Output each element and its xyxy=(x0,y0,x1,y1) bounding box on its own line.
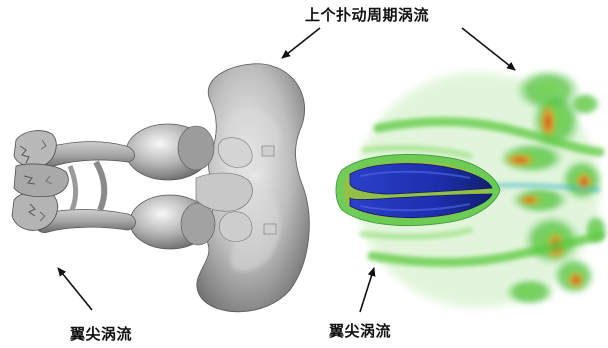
arrow-to-left-tip xyxy=(58,268,92,310)
left-isosurface-vortex xyxy=(12,64,309,312)
arrow-to-left-ring xyxy=(282,28,320,58)
arrow-to-right-tip xyxy=(360,268,374,312)
label-previous-cycle-vortex: 上个扑动周期涡流 xyxy=(305,4,429,25)
label-tip-vortex-left: 翼尖涡流 xyxy=(70,323,132,344)
label-tip-vortex-right: 翼尖涡流 xyxy=(329,320,391,341)
arrow-to-right-vortex xyxy=(462,28,515,70)
right-volume-vortex xyxy=(336,68,608,308)
